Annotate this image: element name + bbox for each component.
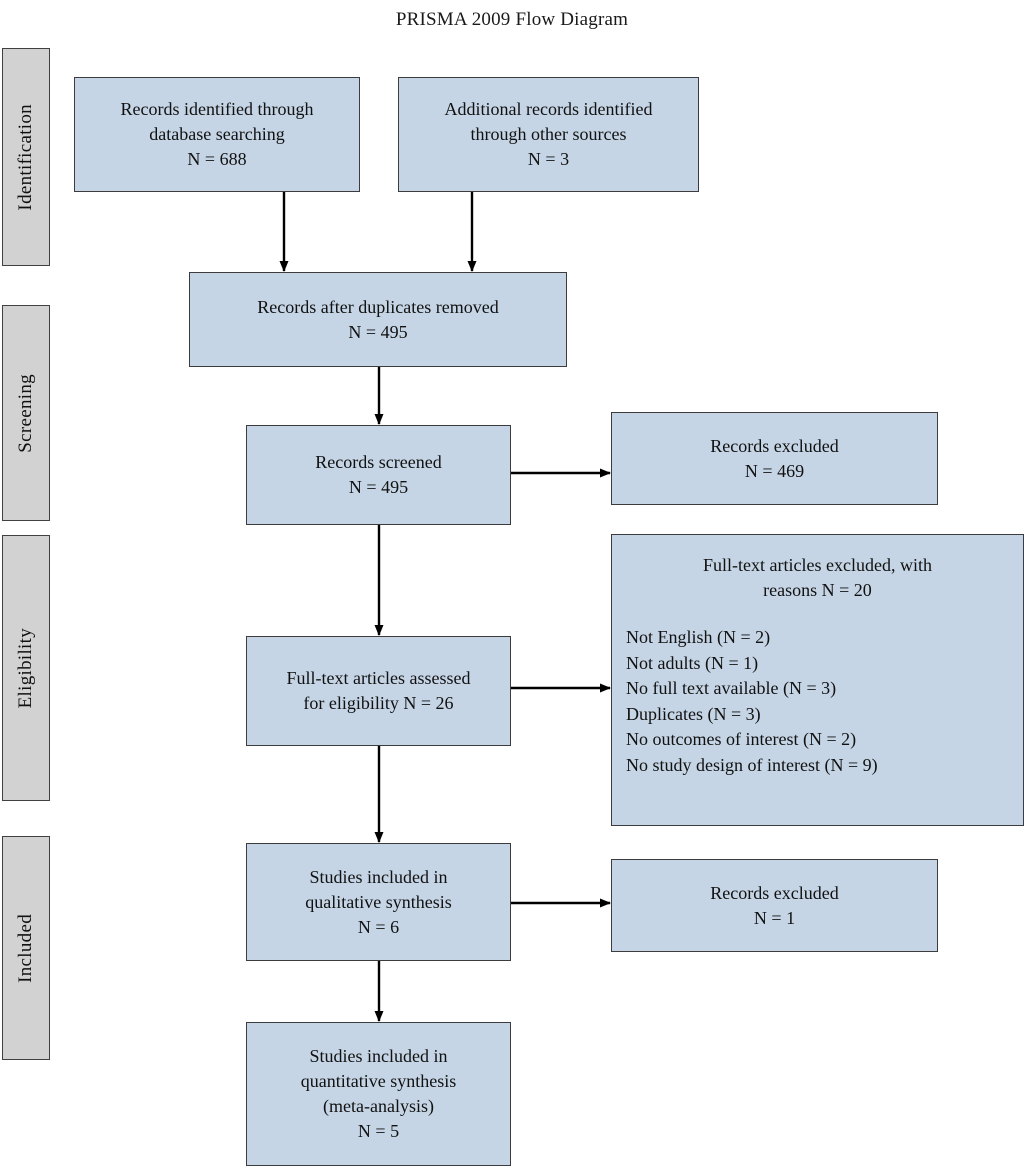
node-line: Records screened [315, 452, 442, 472]
stage-bar-eligibility: Eligibility [2, 535, 50, 801]
node-line: for eligibility N = 26 [303, 693, 454, 713]
node-line: N = 1 [753, 907, 796, 928]
node-fulltext-articles-excluded-with-reasons: Full-text articles excluded, with reason… [611, 534, 1024, 826]
node-line: Full-text articles excluded, with [703, 555, 932, 575]
node-line: N = 6 [357, 916, 400, 937]
node-studies-included-quantitative: Studies included in quantitative synthes… [246, 1022, 511, 1166]
node-line: (meta-analysis) [323, 1096, 434, 1116]
node-line: Studies included in [309, 1046, 448, 1066]
node-line: Records excluded [710, 435, 839, 456]
node-line: database searching [149, 124, 285, 144]
node-line: reasons N = 20 [763, 580, 872, 600]
stage-bar-identification: Identification [2, 48, 50, 266]
exclusion-reason-item: No study design of interest (N = 9) [626, 754, 878, 775]
stage-bar-included: Included [2, 836, 50, 1060]
exclusion-reason-item: Duplicates (N = 3) [626, 703, 761, 724]
node-line: through other sources [470, 124, 627, 144]
node-line: Full-text articles assessed [286, 668, 471, 688]
node-additional-records-other-sources: Additional records identified through ot… [398, 77, 699, 192]
node-line: qualitative synthesis [305, 891, 452, 912]
exclusion-reason-item: No outcomes of interest (N = 2) [626, 729, 857, 749]
node-line: Records after duplicates removed [257, 296, 499, 317]
node-line: N = 5 [357, 1121, 400, 1141]
exclusion-reason-list: Not English (N = 2) Not adults (N = 1) N… [626, 625, 1009, 778]
node-studies-included-qualitative: Studies included in qualitative synthesi… [246, 843, 511, 961]
node-records-excluded-screening: Records excluded N = 469 [611, 412, 938, 505]
node-records-excluded-included: Records excluded N = 1 [611, 859, 938, 952]
node-line: N = 688 [187, 149, 247, 169]
exclusion-header: Full-text articles excluded, with reason… [626, 553, 1009, 603]
exclusion-reason-item: No full text available (N = 3) [626, 678, 837, 698]
exclusion-reason-item: Not adults (N = 1) [626, 652, 759, 673]
node-line: Records excluded [710, 882, 839, 903]
node-records-identified-database: Records identified through database sear… [74, 77, 360, 192]
node-line: Records identified through [120, 99, 314, 119]
stage-bar-screening: Screening [2, 305, 50, 521]
node-line: quantitative synthesis [300, 1071, 457, 1091]
exclusion-reason-item: Not English (N = 2) [626, 627, 771, 647]
node-fulltext-articles-assessed: Full-text articles assessed for eligibil… [246, 636, 511, 746]
node-line: N = 495 [348, 477, 409, 497]
page-title: PRISMA 2009 Flow Diagram [395, 9, 629, 30]
node-line: Additional records identified [444, 99, 653, 119]
node-line: N = 469 [744, 460, 805, 481]
node-records-after-duplicates-removed: Records after duplicates removed N = 495 [189, 272, 567, 367]
node-records-screened: Records screened N = 495 [246, 425, 511, 525]
node-line: N = 3 [527, 149, 570, 169]
node-line: Studies included in [309, 866, 448, 887]
node-line: N = 495 [348, 321, 408, 342]
